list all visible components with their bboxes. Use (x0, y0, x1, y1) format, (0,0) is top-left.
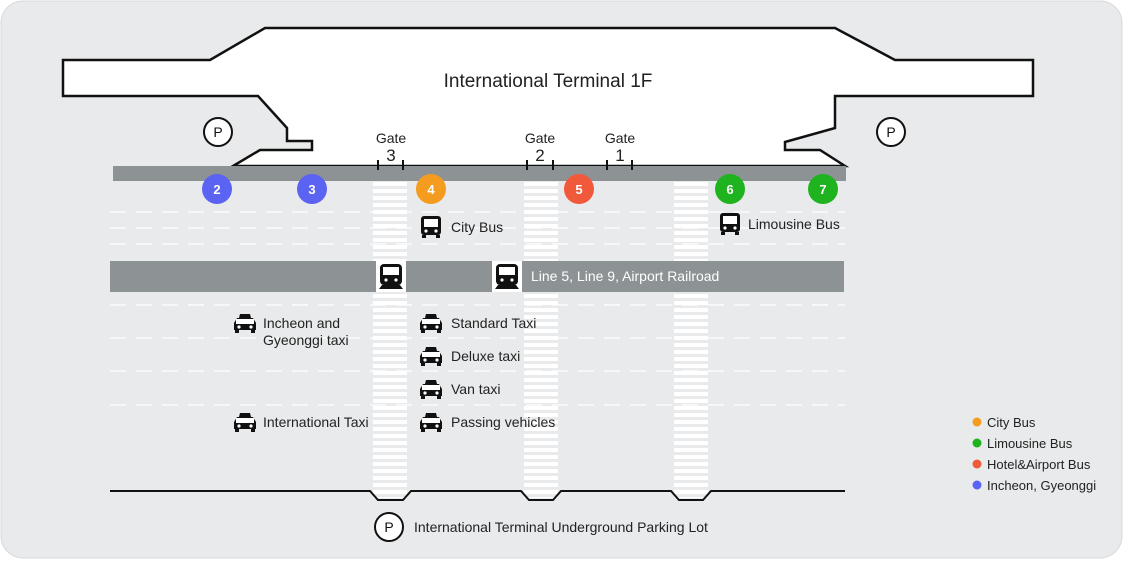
gate-3-label: Gate (376, 130, 407, 146)
stop-number: 4 (427, 182, 435, 197)
parking-symbol: P (886, 124, 895, 140)
city-bus-icon (421, 216, 441, 238)
underground-parking-icon[interactable]: P (374, 512, 404, 542)
limousine-bus-label: Limousine Bus (748, 216, 840, 232)
terminal-title: International Terminal 1F (444, 71, 653, 92)
van-taxi-label: Van taxi (451, 381, 501, 397)
stop-number: 3 (308, 182, 315, 197)
stop-number: 7 (819, 182, 826, 197)
legend-dot (972, 417, 982, 427)
parking-icon-left[interactable]: P (203, 117, 233, 147)
railway-label: Line 5, Line 9, Airport Railroad (531, 268, 719, 284)
gate-1-number: 1 (615, 146, 624, 165)
parking-icon-right[interactable]: P (876, 117, 906, 147)
legend-dot (972, 459, 982, 469)
terminal-building (61, 26, 1035, 168)
stop-6-marker[interactable]: 6 (715, 174, 745, 204)
stop-5-marker[interactable]: 5 (564, 174, 594, 204)
bottom-curb-line (110, 490, 845, 501)
railway-bar (110, 261, 844, 292)
stop-number: 6 (726, 182, 733, 197)
legend-dot (972, 480, 982, 490)
legend-label: Limousine Bus (987, 436, 1073, 451)
legend-label: Incheon, Gyeonggi (987, 478, 1096, 493)
stop-2-marker[interactable]: 2 (202, 174, 232, 204)
deluxe-taxi-label: Deluxe taxi (451, 348, 520, 364)
incheon-taxi-label-line1: Incheon and (263, 315, 340, 331)
gate-2-label: Gate (525, 130, 556, 146)
gate-1-label: Gate (605, 130, 636, 146)
stop-7-marker[interactable]: 7 (808, 174, 838, 204)
stop-3-marker[interactable]: 3 (297, 174, 327, 204)
stop-number: 5 (575, 182, 582, 197)
legend-dot (972, 438, 982, 448)
gate-markers (377, 160, 633, 170)
legend: City Bus Limousine Bus Hotel&Airport Bus… (972, 415, 1096, 493)
legend-label: City Bus (987, 415, 1036, 430)
international-taxi-label: International Taxi (263, 414, 369, 430)
stop-4-marker[interactable]: 4 (416, 174, 446, 204)
train-icon (379, 264, 403, 289)
parking-symbol: P (213, 124, 222, 140)
legend-label: Hotel&Airport Bus (987, 457, 1091, 472)
underground-parking-label: International Terminal Underground Parki… (414, 519, 708, 535)
parking-symbol: P (384, 519, 393, 535)
train-icon (495, 264, 519, 289)
city-bus-label: City Bus (451, 219, 503, 235)
incheon-taxi-label-line2: Gyeonggi taxi (263, 332, 349, 348)
stop-number: 2 (213, 182, 220, 197)
passing-vehicles-label: Passing vehicles (451, 414, 555, 430)
standard-taxi-label: Standard Taxi (451, 315, 536, 331)
curbside-road (113, 166, 846, 181)
limousine-bus-icon (720, 213, 740, 235)
crosswalks (373, 182, 708, 498)
gate-2-number: 2 (535, 146, 544, 165)
gate-3-number: 3 (386, 146, 395, 165)
